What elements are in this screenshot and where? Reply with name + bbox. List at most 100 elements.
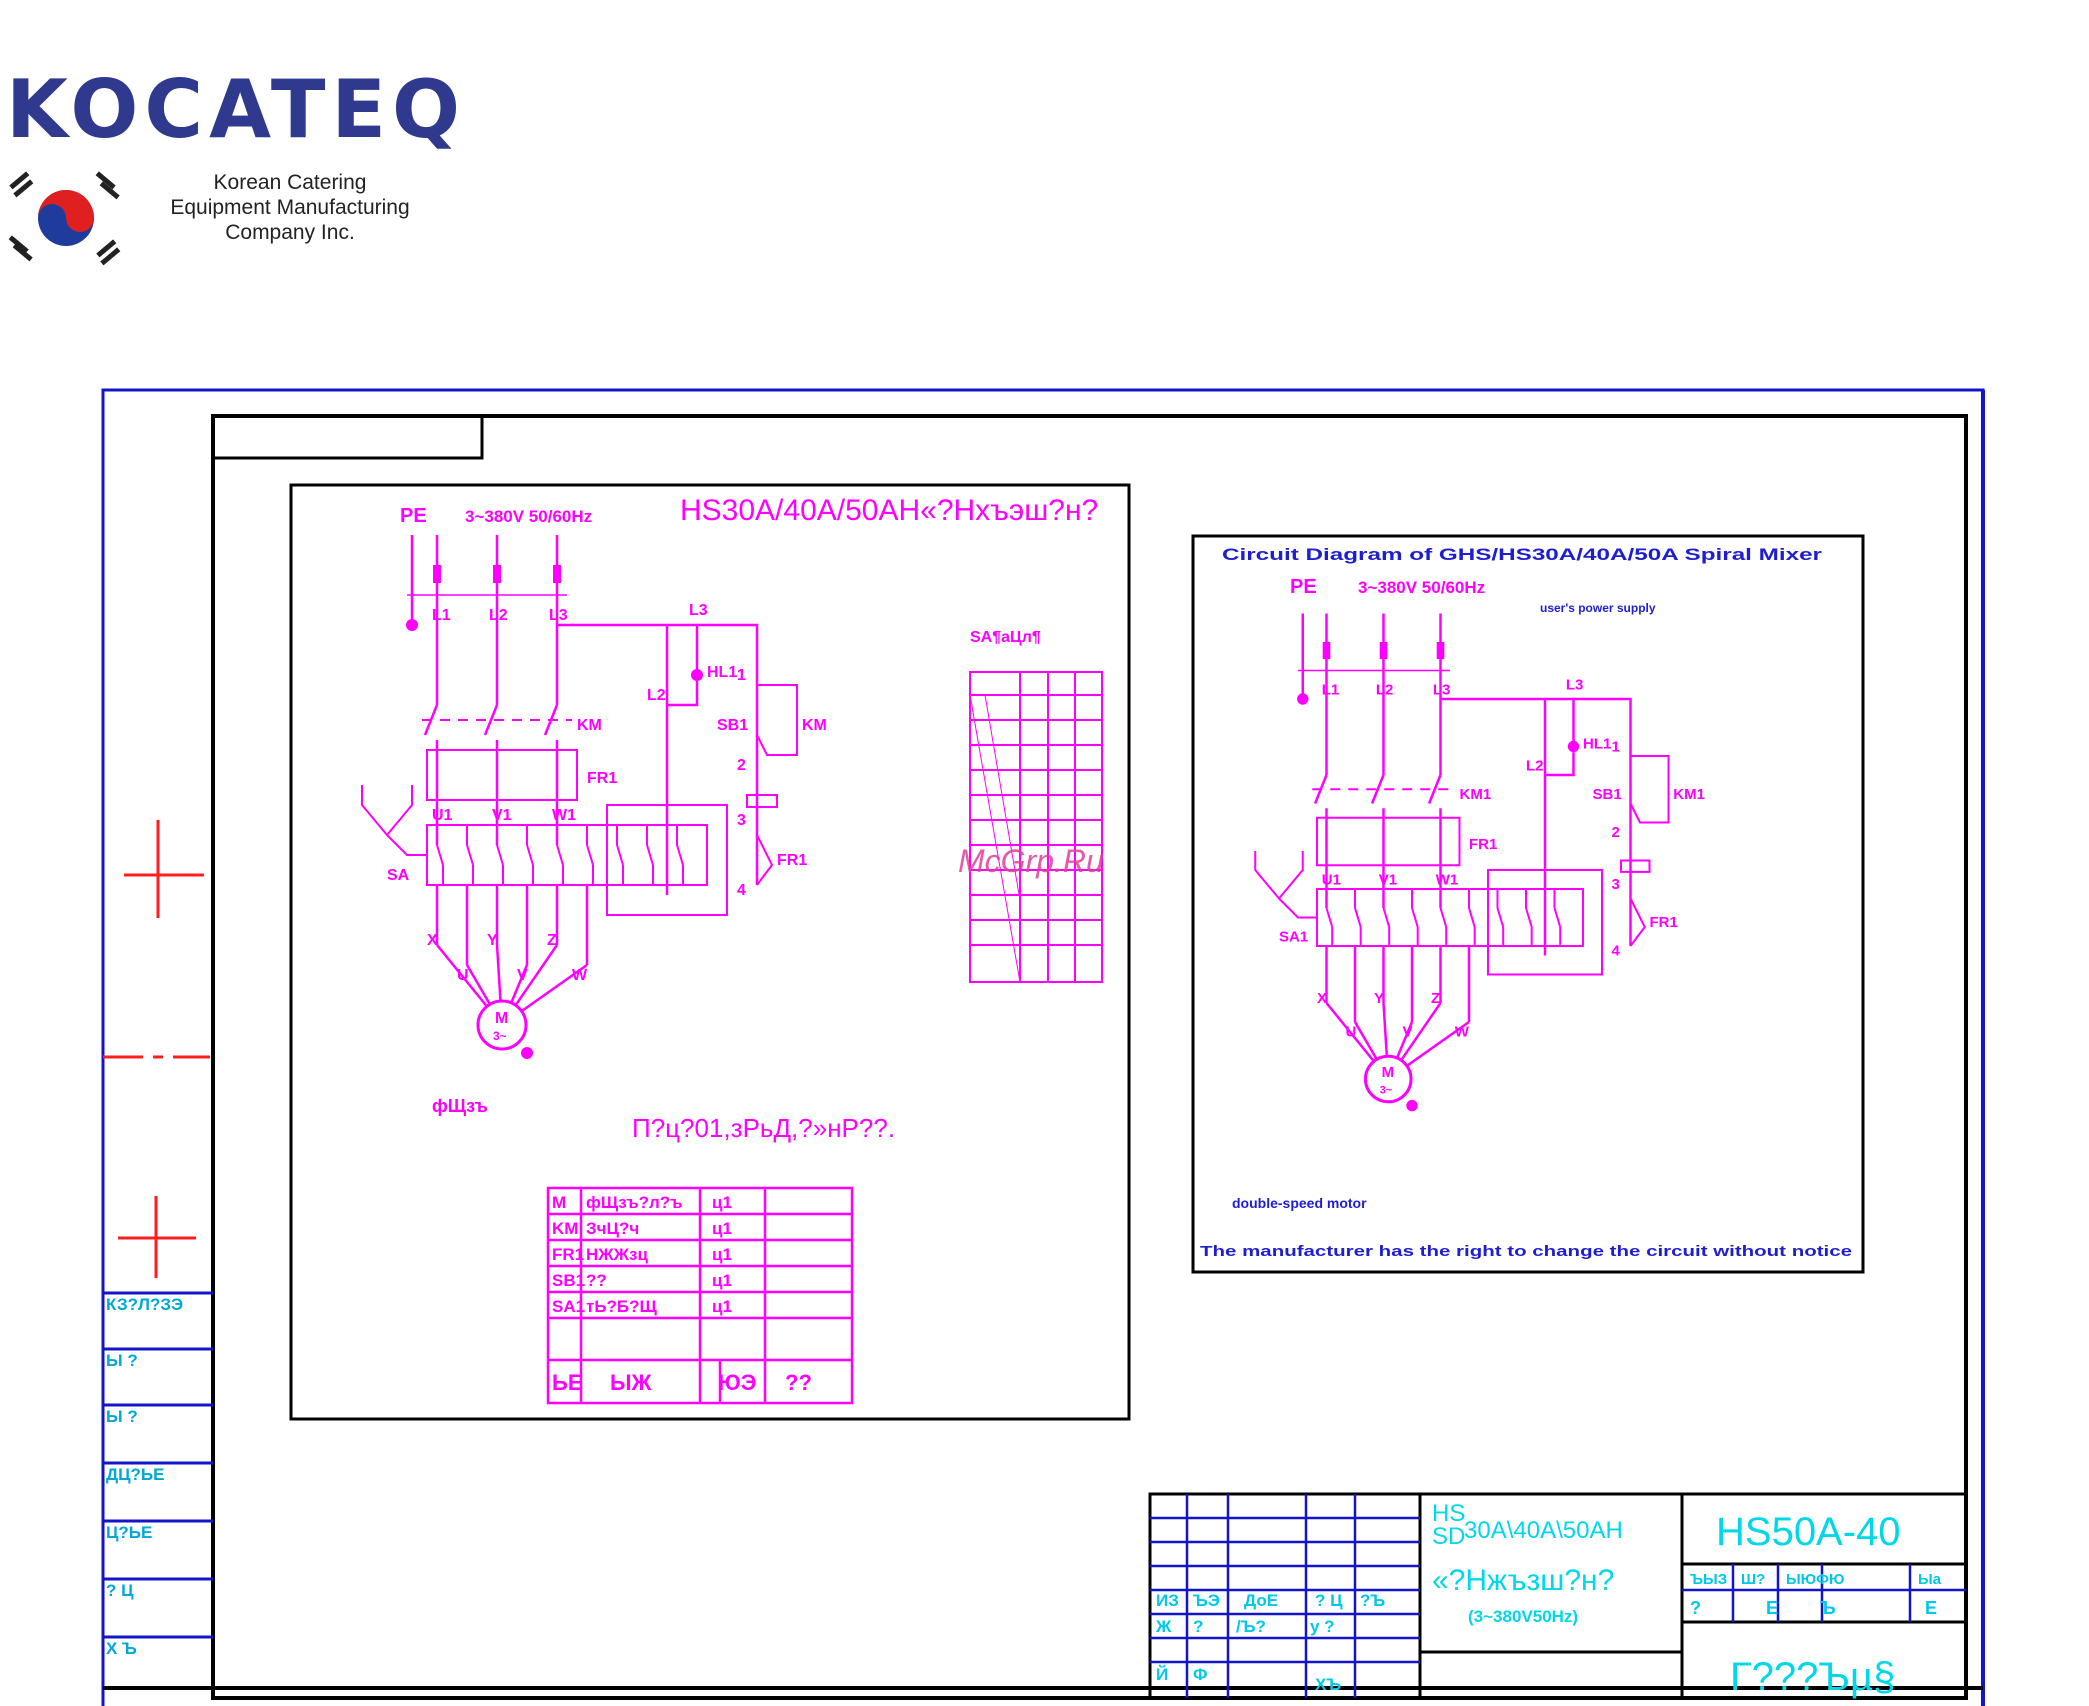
parts-table-footer-cell: ??: [785, 1370, 812, 1395]
wire: [1629, 898, 1646, 947]
wire: [756, 684, 798, 756]
indicator-lamp-icon: [691, 669, 703, 681]
parts-table-cell: ЗчЦ?ч: [586, 1219, 639, 1238]
contactor-coil: [1620, 859, 1651, 873]
indicator-lamp-icon: [1567, 740, 1580, 753]
scale-value: Е: [1925, 1598, 1937, 1618]
terminal-label: U: [457, 967, 469, 984]
wire: [1439, 907, 1448, 928]
fuse: [1322, 642, 1331, 660]
node-label: 3: [1612, 876, 1620, 893]
terminal-label: V1: [492, 807, 512, 824]
parts-table-cell: KM: [552, 1219, 578, 1238]
watermark: McGrp.Ru: [958, 843, 1104, 879]
wire: [466, 844, 474, 866]
parts-table-cell: M: [552, 1193, 566, 1212]
left-diagram-title: HS30A/40A/50AH«?Hхъэш?н?: [680, 494, 1098, 527]
lamp-label: HL1: [707, 664, 737, 681]
wire-label: L3: [1566, 677, 1584, 694]
registration-marks: [103, 820, 210, 1278]
button-label: SB1: [1593, 786, 1622, 803]
wire: [1325, 907, 1334, 928]
title-block-grid-label: ИЗ: [1156, 1591, 1179, 1610]
motor-symbol: 3~: [493, 1029, 507, 1043]
wire: [1496, 907, 1505, 928]
wire: [361, 785, 413, 837]
title-block-product-line1: HS: [1432, 1500, 1465, 1527]
wire: [1573, 697, 1632, 946]
parts-table-cell: ц1: [712, 1297, 732, 1316]
parts-table-footer-cell: ЮЭ: [718, 1370, 756, 1395]
wire-label: L3: [549, 607, 568, 624]
node-label: 3: [737, 812, 746, 829]
sheet-inner-frame: [211, 414, 1968, 1700]
wire: [483, 704, 499, 736]
switch-position-table: [969, 671, 1103, 983]
wire: [526, 844, 534, 866]
title-block-grid-label: Й: [1156, 1665, 1168, 1684]
wire: [756, 834, 774, 886]
margin-label: ДЦ?ЬЕ: [106, 1465, 164, 1484]
contactor-label: KM: [577, 717, 602, 734]
scale-value: Ъ: [1820, 1598, 1836, 1618]
wire-label: L1: [432, 607, 451, 624]
ground-terminal: [521, 1047, 533, 1059]
terminal-label: W1: [1436, 871, 1459, 888]
lamp-label: HL1: [1583, 735, 1611, 752]
margin-label: КЗ?Л?ЗЭ: [106, 1295, 183, 1314]
parts-table-footer-cell: ЫЖ: [610, 1370, 652, 1395]
parts-table-cell: ??: [586, 1271, 607, 1290]
parts-table-cell: ц1: [712, 1271, 732, 1290]
node-label: 1: [737, 667, 746, 684]
motor-symbol: M: [495, 1010, 508, 1027]
fuse: [1379, 642, 1388, 660]
wire: [697, 623, 759, 885]
ground-terminal: [1297, 693, 1309, 705]
left-pe-label: PE: [400, 505, 427, 527]
wire: [1440, 697, 1575, 747]
wire: [1278, 897, 1317, 919]
title-block-product-line2: SD: [1432, 1523, 1465, 1550]
parts-table-footer-cell: ЬЕ: [552, 1370, 583, 1395]
relay-label: FR1: [1469, 836, 1497, 853]
fuse: [1436, 642, 1445, 660]
terminal-label: X: [427, 932, 438, 949]
wire: [556, 844, 564, 866]
motor-icon: [476, 999, 528, 1051]
parts-table-cell: ц1: [712, 1245, 732, 1264]
relay-label: FR1: [1650, 914, 1678, 931]
ground-terminal: [1406, 1099, 1418, 1112]
wire: [1629, 755, 1670, 824]
fuse: [433, 565, 441, 583]
relay-label: FR1: [777, 852, 807, 869]
wire-label: L3: [1433, 681, 1451, 698]
logo-line-2: Equipment Manufacturing: [170, 196, 410, 219]
title-block-grid-label: ЪЭ: [1193, 1591, 1220, 1610]
wire: [1254, 851, 1304, 901]
terminal-label: W: [1455, 1023, 1470, 1040]
left-diagram-frame: [289, 483, 1131, 1421]
terminal-label: U1: [1322, 871, 1341, 888]
title-block-grid-label: ?Ъ: [1360, 1591, 1385, 1610]
margin-label: Ы ?: [106, 1407, 138, 1426]
right-motor-note: double-speed motor: [1232, 1195, 1367, 1211]
parts-table-cell: НЖЖзц: [586, 1245, 648, 1264]
wire: [436, 844, 444, 866]
parts-table-cell: ц1: [712, 1219, 732, 1238]
switch-label: SA: [387, 867, 410, 884]
right-supply-label: 3~380V 50/60Hz: [1358, 578, 1485, 597]
terminal-label: V: [1403, 1023, 1413, 1040]
company-logo: KOCATEQ Korean Catering Equipment Manufa…: [0, 70, 460, 270]
scale-header: ЫЮФЮ: [1786, 1571, 1844, 1588]
wire: [1553, 907, 1562, 928]
motor-symbol: M: [1382, 1064, 1395, 1081]
node-label: 1: [1612, 738, 1620, 755]
wire: [586, 844, 594, 866]
parts-table-cell: тЬ?Б?Щ: [586, 1297, 658, 1316]
wire: [676, 844, 684, 866]
node-label: 2: [737, 757, 746, 774]
scale-header: Ыа: [1918, 1571, 1942, 1588]
wire-label: L3: [689, 602, 708, 619]
